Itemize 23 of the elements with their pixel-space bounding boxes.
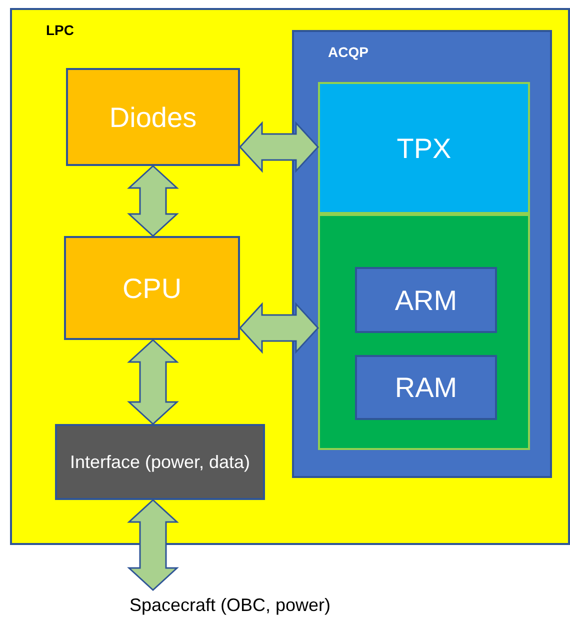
- node-label: Spacecraft (OBC, power): [129, 594, 331, 616]
- double-arrow: [238, 302, 320, 354]
- node-label: RAM: [394, 371, 458, 405]
- node-label: Interface (power, data): [70, 450, 250, 474]
- group-heading: ACQP: [328, 44, 368, 62]
- component-box: [66, 68, 240, 166]
- box-region: [318, 214, 530, 450]
- node-label: TPX: [396, 132, 452, 166]
- container-box: [292, 30, 552, 478]
- component-box: [55, 424, 265, 500]
- component-box: [355, 355, 497, 420]
- group-heading: LPC: [46, 22, 74, 40]
- node-label: Diodes: [109, 100, 197, 134]
- component-box: [64, 236, 240, 340]
- node-label: ARM: [394, 284, 458, 318]
- container-box: [10, 8, 570, 545]
- component-box: [318, 82, 530, 214]
- component-box: [355, 267, 497, 333]
- double-arrow: [127, 164, 179, 238]
- double-arrow: [238, 121, 320, 173]
- double-arrow: [127, 498, 179, 592]
- node-label: CPU: [122, 272, 182, 306]
- double-arrow: [127, 338, 179, 426]
